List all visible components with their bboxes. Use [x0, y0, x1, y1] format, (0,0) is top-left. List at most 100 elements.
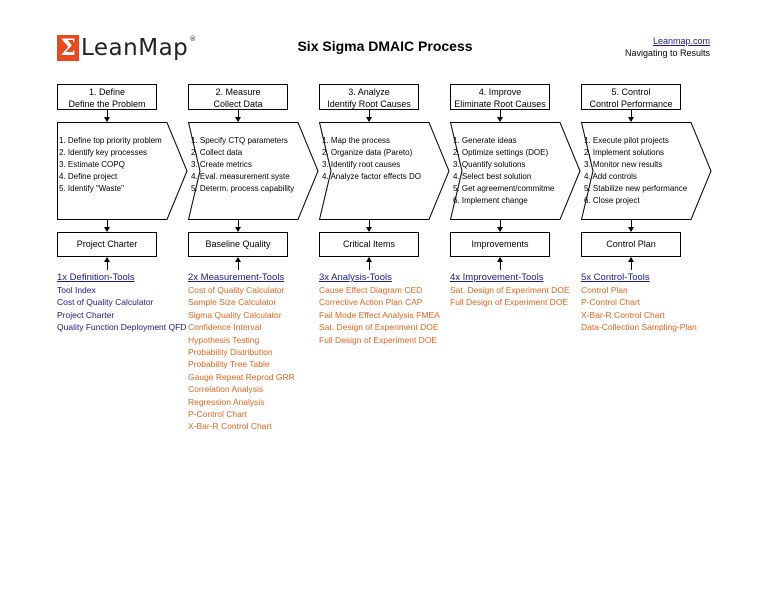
steps-chevron-control: 1. Execute pilot projects 2. Implement so…: [581, 122, 712, 220]
chevron-shape: [57, 122, 188, 220]
step-item: 2. Organize data (Pareto): [322, 148, 413, 157]
phase-subtitle: Control Performance: [589, 99, 673, 109]
tool-link[interactable]: P-Control Chart: [581, 297, 641, 308]
phase-number-label: 4. Improve: [478, 87, 522, 97]
page-title: Six Sigma DMAIC Process: [297, 38, 473, 54]
tool-link[interactable]: Probability Distribution: [188, 347, 273, 358]
steps-list: 1. Generate ideas 2. Optimize settings (D…: [451, 135, 569, 207]
output-box-define: Project Charter: [57, 232, 157, 257]
tool-link[interactable]: Project Charter: [57, 309, 115, 320]
tool-link[interactable]: Sigma Quality Calculator: [188, 309, 282, 320]
arrow-down-icon: [366, 220, 372, 232]
step-item: 4. Select best solution: [453, 172, 532, 181]
tool-link[interactable]: Sat. Design of Experiment DOE: [319, 322, 439, 333]
tool-link[interactable]: Cause Effect Diagram CED: [319, 285, 423, 295]
tools-heading[interactable]: 2x Measurement-Tools: [188, 272, 285, 283]
step-item: 2. Collect data: [191, 148, 243, 157]
arrow-down-icon: [366, 110, 372, 122]
arrow-up-icon: [366, 257, 372, 270]
tool-link[interactable]: Correlation Analysis: [188, 384, 264, 395]
leanmap-link[interactable]: Leanmap.com: [652, 36, 710, 46]
chevron-shape: [450, 122, 581, 220]
step-item: 4. Analyze factor effects DO: [322, 172, 422, 181]
step-item: 2. Identify key processes: [59, 148, 148, 157]
output-box-analyze: Critical Items: [319, 232, 419, 257]
steps-chevron-improve: 1. Generate ideas 2. Optimize settings (D…: [450, 122, 581, 220]
tools-heading[interactable]: 3x Analysis-Tools: [319, 272, 392, 283]
tool-link[interactable]: Full Design of Experiment DOE: [319, 334, 438, 345]
step-item: 1. Generate ideas: [453, 136, 517, 145]
tool-link[interactable]: P-Control Chart: [188, 409, 248, 420]
tool-link[interactable]: Data-Collection Sampling-Plan: [581, 322, 697, 333]
tool-link[interactable]: Quality Function Deployment QFD: [57, 322, 187, 333]
tool-link[interactable]: Fail Mode Effect Analysis FMEA: [319, 309, 440, 320]
leanmap-logo: Σ LeanMap®: [57, 34, 197, 62]
output-box-improve: Improvements: [450, 232, 550, 257]
site-tagline: Navigating to Results: [624, 48, 710, 58]
sigma-logo-icon: Σ: [57, 35, 79, 61]
arrow-down-icon: [628, 110, 634, 122]
arrow-down-icon: [235, 110, 241, 122]
tool-link[interactable]: Confidence Interval: [188, 322, 262, 333]
chevron-shape: [319, 122, 450, 220]
step-item: 2. Implement solutions: [584, 148, 665, 157]
tool-link[interactable]: Control Plan: [581, 285, 628, 295]
tool-link[interactable]: Probability Tree Table: [188, 359, 270, 370]
output-box-measure: Baseline Quality: [188, 232, 288, 257]
step-item: 3. Create metrics: [191, 160, 252, 169]
tool-link[interactable]: X-Bar-R Control Chart: [188, 421, 272, 432]
arrow-up-icon: [104, 257, 110, 270]
tool-link[interactable]: Cost of Quality Calculator: [57, 297, 154, 308]
arrow-down-icon: [628, 220, 634, 232]
step-item: 1. Define top priority problem: [59, 136, 162, 145]
step-item: 5. Determ. process capability: [191, 184, 295, 193]
step-item: 5. Stabilize new performance: [584, 184, 688, 193]
output-box-control: Control Plan: [581, 232, 681, 257]
step-item: 3. Quantify solutions: [453, 160, 526, 169]
tool-link[interactable]: Sat. Design of Experiment DOE: [450, 285, 570, 295]
step-item: 4. Define project: [59, 172, 118, 181]
steps-list: 1. Execute pilot projects 2. Implement so…: [582, 135, 700, 207]
tools-heading[interactable]: 4x Improvement-Tools: [450, 272, 544, 283]
tool-link[interactable]: Tool Index: [57, 285, 96, 295]
steps-list: 1. Define top priority problem 2. Identif…: [57, 135, 175, 195]
phase-number-label: 1. Define: [88, 87, 126, 97]
tool-link[interactable]: Hypothesis Testing: [188, 334, 260, 345]
arrow-up-icon: [497, 257, 503, 270]
tool-link[interactable]: Sample Size Calculator: [188, 297, 277, 308]
tool-link[interactable]: Regression Analysis: [188, 396, 265, 407]
tool-link[interactable]: Gauge Repeat Reprod GRR: [188, 371, 295, 382]
phase-subtitle: Identify Root Causes: [327, 99, 411, 109]
tool-link[interactable]: Cost of Quality Calculator: [188, 285, 285, 295]
tools-heading[interactable]: 1x Definition-Tools: [57, 272, 135, 283]
phase-number-label: 2. Measure: [215, 87, 261, 97]
phase-subtitle: Collect Data: [213, 99, 263, 109]
chevron-shape: [581, 122, 712, 220]
phase-subtitle: Define the Problem: [68, 99, 146, 109]
chevron-shape: [188, 122, 319, 220]
step-item: 5. Get agreement/commitme: [453, 184, 555, 193]
step-item: 1. Execute pilot projects: [584, 136, 669, 145]
arrow-down-icon: [497, 110, 503, 122]
site-info: Leanmap.com Navigating to Results: [625, 35, 710, 59]
arrow-down-icon: [104, 220, 110, 232]
phase-number-label: 5. Control: [611, 87, 651, 97]
arrow-down-icon: [104, 110, 110, 122]
step-item: 2. Optimize settings (DOE): [453, 148, 549, 157]
step-item: 4. Eval. measurement syste: [191, 172, 290, 181]
tools-heading[interactable]: 5x Control-Tools: [581, 272, 650, 283]
tool-link[interactable]: Corrective Action Plan CAP: [319, 297, 423, 308]
tool-link[interactable]: Full Design of Experiment DOE: [450, 297, 569, 308]
tool-link[interactable]: X-Bar-R Control Chart: [581, 309, 665, 320]
arrow-up-icon: [628, 257, 634, 270]
phase-number-label: 3. Analyze: [348, 87, 390, 97]
arrow-down-icon: [235, 220, 241, 232]
